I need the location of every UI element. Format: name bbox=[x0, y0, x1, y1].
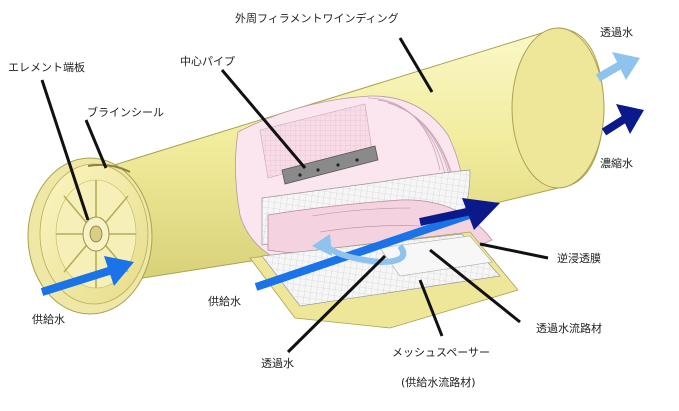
feed-arrow-main bbox=[254, 198, 500, 291]
concentrate-out-arrow bbox=[601, 104, 644, 136]
label-brine-seal: ブラインシール bbox=[87, 106, 164, 119]
leader-permeate-channel bbox=[429, 248, 521, 324]
leader-mesh-spacer bbox=[418, 279, 444, 337]
label-feed-mid: 供給水 bbox=[208, 295, 241, 308]
label-permeate-out: 透過水 bbox=[600, 26, 633, 39]
label-mesh-spacer: メッシュスペーサー bbox=[392, 346, 491, 359]
label-outer-winding: 外周フィラメントワインディング bbox=[235, 12, 399, 25]
label-element-endplate: エレメント端板 bbox=[8, 61, 85, 74]
label-permeate-bottom: 透過水 bbox=[261, 357, 294, 370]
shell-right-end bbox=[511, 27, 605, 189]
label-feed-left: 供給水 bbox=[32, 313, 65, 326]
leader-center-pipe bbox=[220, 69, 307, 169]
permeate-out-arrow bbox=[595, 52, 640, 82]
label-permeate-channel: 透過水流路材 bbox=[536, 322, 602, 335]
leader-lines bbox=[40, 37, 549, 354]
feed-arrow-left bbox=[40, 256, 134, 296]
leader-brine-seal bbox=[84, 119, 108, 169]
center-pipe bbox=[281, 145, 379, 185]
leader-ro-membrane bbox=[479, 242, 549, 260]
leader-permeate-bottom bbox=[286, 254, 387, 354]
label-feed-channel: (供給水流路材) bbox=[401, 376, 476, 389]
label-ro-membrane: 逆浸透膜 bbox=[557, 252, 601, 265]
leader-outer-winding bbox=[398, 37, 434, 93]
label-center-pipe: 中心パイプ bbox=[180, 55, 235, 68]
brine-seal bbox=[87, 163, 131, 173]
unrolled-leaf-base bbox=[249, 231, 519, 329]
label-concentrate-out: 濃縮水 bbox=[600, 157, 633, 170]
leader-endplate bbox=[40, 79, 90, 221]
